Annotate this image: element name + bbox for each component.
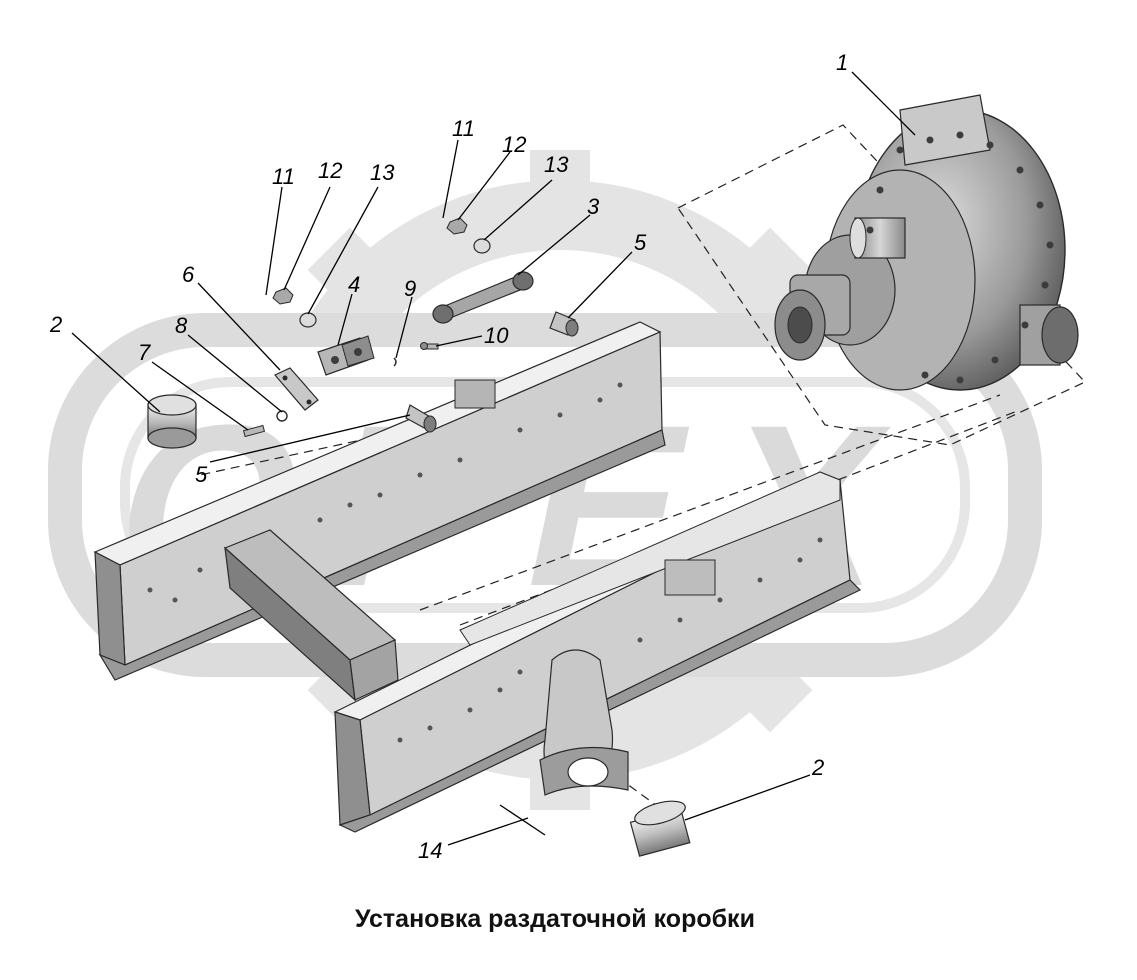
link-bracket — [317, 335, 375, 376]
callout-2-lower: 2 — [811, 755, 824, 780]
callout-2-upper: 2 — [49, 312, 62, 337]
pin-lower — [405, 404, 437, 433]
callout-7: 7 — [138, 340, 151, 365]
leader-lines — [71, 71, 916, 846]
transfer-case-housing — [774, 94, 1079, 391]
housing-bolts — [866, 131, 1054, 384]
callout-8: 8 — [175, 313, 188, 338]
callout-5-lower: 5 — [195, 462, 208, 487]
link-rod — [432, 271, 534, 324]
frame-rivet-holes — [147, 382, 823, 743]
ring-13-left — [299, 312, 317, 328]
diagram-caption: Установка раздаточной коробки — [355, 905, 755, 933]
callout-12-right: 12 — [502, 132, 526, 157]
pin-10 — [420, 342, 439, 350]
callout-labels: 1 2 2 3 4 5 5 6 7 8 9 10 11 11 12 12 13 … — [49, 50, 848, 863]
callout-10: 10 — [484, 323, 509, 348]
callout-4: 4 — [348, 272, 360, 297]
cotter-pin-9 — [393, 357, 397, 367]
callout-11-right: 11 — [452, 116, 475, 141]
mounting-bracket — [539, 649, 629, 796]
bolt-7 — [242, 424, 266, 438]
callout-9: 9 — [404, 276, 416, 301]
cross-member — [223, 529, 399, 702]
callout-11-left: 11 — [272, 164, 295, 189]
bushing-upper-left — [147, 394, 197, 449]
assembly-path-lines — [199, 124, 1087, 809]
bushing-lower-right — [629, 800, 691, 857]
ring-13-right — [473, 238, 491, 254]
callout-13-right: 13 — [544, 152, 569, 177]
callout-5-upper: 5 — [634, 230, 647, 255]
callout-1: 1 — [836, 50, 848, 75]
callout-6: 6 — [182, 262, 195, 287]
callout-3: 3 — [587, 194, 600, 219]
callout-14: 14 — [418, 838, 442, 863]
callout-12-left: 12 — [318, 158, 342, 183]
lock-plate — [274, 367, 319, 411]
nut-12-left — [272, 287, 294, 305]
washer-8 — [276, 410, 288, 422]
callout-13-left: 13 — [370, 160, 395, 185]
